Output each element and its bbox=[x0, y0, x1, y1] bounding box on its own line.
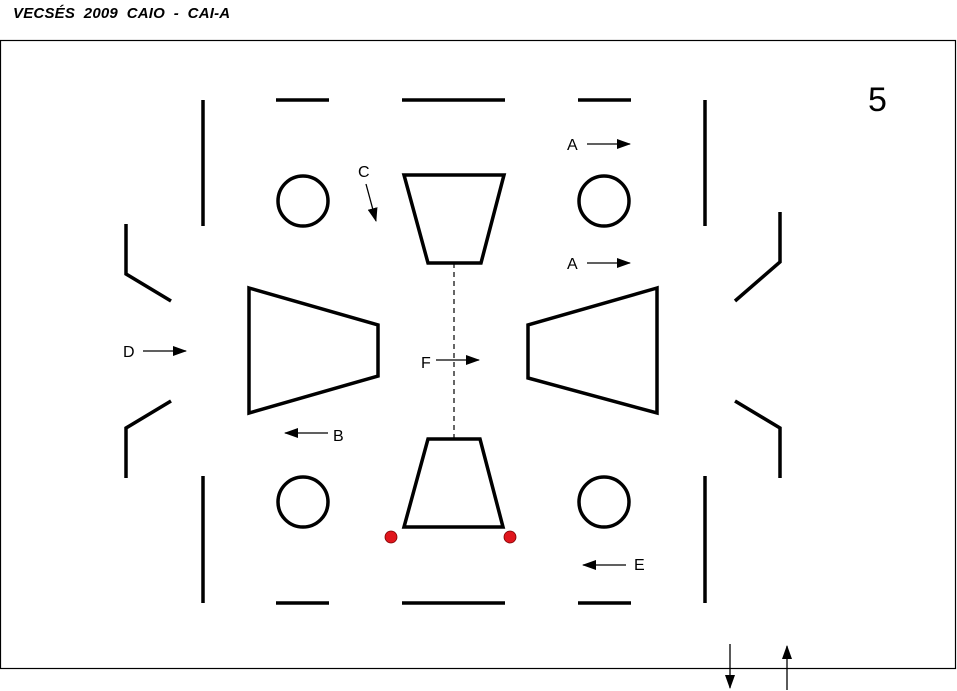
label-f: F bbox=[421, 355, 431, 372]
bent-wall-lower-right bbox=[734, 399, 782, 478]
arrow-c bbox=[365, 183, 378, 222]
label-b: B bbox=[333, 428, 344, 445]
circle-top-right bbox=[577, 174, 631, 228]
trapezoid-bottom bbox=[401, 437, 506, 529]
label-a-upper: A bbox=[567, 137, 578, 154]
trapezoid-right bbox=[526, 285, 659, 416]
side-walls bbox=[201, 100, 707, 603]
sheet-number: 5 bbox=[868, 81, 887, 119]
circle-top-left bbox=[276, 174, 330, 228]
label-c: C bbox=[358, 164, 370, 181]
bent-wall-upper-right bbox=[733, 212, 782, 303]
bent-wall-lower-left bbox=[124, 399, 172, 478]
frame-border bbox=[0, 39, 957, 670]
red-markers bbox=[384, 530, 517, 544]
page-title: VECSÉS 2009 CAIO - CAI-A bbox=[13, 5, 231, 22]
label-a-lower: A bbox=[567, 256, 578, 273]
circle-bottom-left bbox=[276, 475, 330, 529]
marker-dot bbox=[503, 530, 517, 544]
trapezoid-left bbox=[247, 285, 380, 416]
circle-bottom-right bbox=[577, 475, 631, 529]
trapezoid-obstacles bbox=[247, 173, 659, 529]
trapezoid-top bbox=[401, 173, 507, 265]
circle-obstacles bbox=[276, 174, 631, 529]
left-bent-walls bbox=[124, 224, 172, 478]
right-bent-walls bbox=[733, 212, 782, 478]
label-e: E bbox=[634, 557, 645, 574]
direction-arrows bbox=[143, 139, 792, 690]
bent-wall-upper-left bbox=[124, 224, 172, 303]
marker-dot bbox=[384, 530, 398, 544]
arrow-labels: A A C D F B E bbox=[123, 137, 645, 574]
label-d: D bbox=[123, 344, 135, 361]
